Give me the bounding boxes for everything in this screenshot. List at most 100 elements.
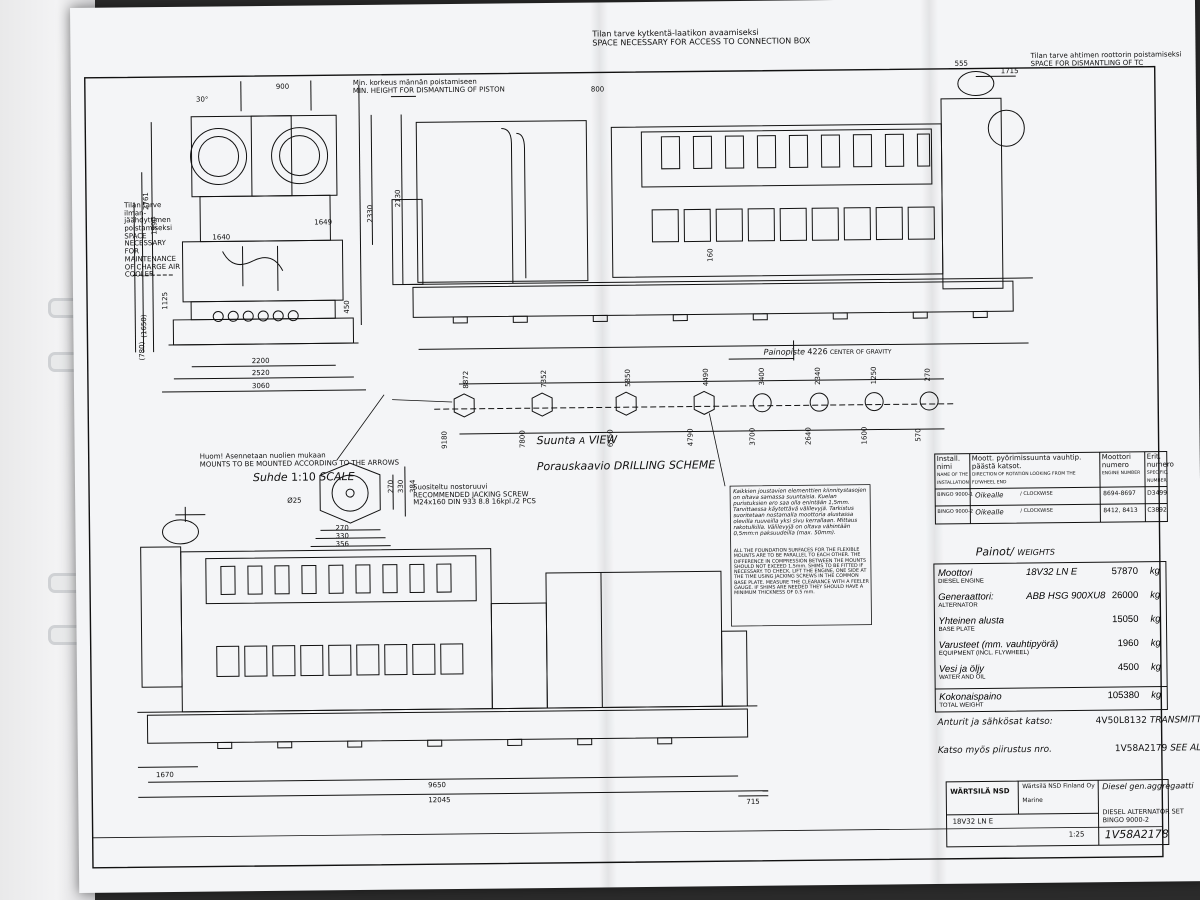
cell: Oikealle	[975, 508, 1004, 517]
weight-row: Moottori 18V32 LN E 57870 kg DIESEL ENGI…	[934, 564, 1166, 590]
lower-crankcase-doors	[216, 643, 464, 678]
dim-label: 3060	[251, 381, 270, 391]
dim-label: 5850	[623, 369, 633, 387]
dim-label: 2761	[142, 192, 151, 211]
drilling-scheme-title: Porauskaavio DRILLING SCHEME	[536, 458, 716, 474]
dim-label: 2130	[393, 189, 403, 208]
scale-label: Suhde 1:10 SCALE	[252, 470, 355, 485]
weight-qty: 15050	[1111, 613, 1139, 626]
project-name: BINGO 9000-2	[1102, 815, 1150, 825]
cell: / CLOCKWISE	[1020, 490, 1053, 498]
dim-label: 2330	[366, 204, 375, 223]
dim-label: 4490	[701, 368, 711, 387]
weight-name: Vesi ja öljy	[938, 663, 985, 675]
dim-label: 450	[342, 300, 352, 314]
dim-label: 570	[914, 428, 923, 442]
cooler-space-note: Tilan tarve ilman-jäähdyttimen poistamis…	[124, 201, 181, 279]
dim-label: 9650	[428, 781, 447, 790]
weight-name-en: TOTAL WEIGHT	[939, 702, 984, 709]
cell: / CLOCKWISE	[1020, 507, 1054, 515]
dim-label: 900	[275, 82, 290, 91]
install-header-rotation: Moott. pyörimissuunta vauhtip. päästä ka…	[971, 453, 1082, 486]
dim-label: 270	[923, 368, 932, 382]
engineering-drawing	[84, 65, 1170, 869]
dim-label: 330	[396, 479, 405, 494]
weight-name-en: BASE PLATE	[938, 626, 975, 633]
weight-name: Kokonaispaino	[939, 691, 1002, 703]
weight-model: 18V32 LN E	[1025, 566, 1078, 579]
weight-name: Generaattori:	[938, 591, 994, 603]
engine-model: 18V32 LN E	[952, 817, 994, 826]
weight-row: Varusteet (mm. vauhtipyörä) 1960 kg EQUI…	[935, 636, 1167, 662]
connection-box-note: Tilan tarve kytkentä-laatikon avaamiseks…	[592, 27, 811, 48]
install-table-grid	[934, 451, 1168, 525]
dim-label: 2640	[804, 427, 813, 446]
notes-finnish: Kaikkien joustavien elementtien kiinnity…	[733, 487, 867, 538]
dim-label: 2200	[251, 356, 270, 366]
drilling-scheme	[434, 378, 955, 435]
drawing-title-fi: Diesel gen.aggregaatti	[1102, 781, 1194, 792]
weight-name-en: EQUIPMENT (INCL. FLYWHEEL)	[938, 649, 1029, 657]
company-name: Wärtsilä NSD Finland Oy	[1022, 782, 1095, 791]
mounting-note: Huom! Asennetaan nuolien mukaan MOUNTS T…	[199, 451, 400, 469]
weight-unit: kg	[1150, 589, 1161, 601]
jacking-screw-note: Suositeltu nostoruuvi RECOMMENDED JACKIN…	[412, 482, 536, 507]
dim-label: 3700	[748, 427, 757, 446]
weights-table: Moottori 18V32 LN E 57870 kg DIESEL ENGI…	[934, 564, 1168, 714]
piston-height-note: Min. korkeus männän poistamiseen MIN. HE…	[352, 77, 505, 95]
weight-unit: kg	[1150, 661, 1162, 673]
dim-label: 7352	[539, 369, 549, 388]
weight-qty: 4500	[1117, 661, 1140, 674]
cell: 8412, 8413	[1103, 506, 1138, 515]
cylinder-heads	[660, 133, 931, 170]
title-block-frame	[945, 779, 1170, 848]
dim-label: 2340	[813, 367, 823, 385]
install-header-name: Install. nimi NAME OF THE INSTALLATION	[936, 454, 969, 487]
dim-label: 1990	[150, 217, 159, 235]
notes-frame	[729, 484, 872, 627]
dim-label: 1670	[155, 770, 174, 780]
center-of-gravity: Painopiste 4226 CENTER OF GRAVITY	[763, 347, 892, 357]
dim-label: 8872	[461, 370, 471, 389]
weight-qty: 26000	[1111, 589, 1139, 602]
install-header-engine: Moottori numero ENGINE NUMBER	[1101, 452, 1141, 477]
dim-label: 9180	[440, 430, 449, 449]
weight-row-total: Kokonaispaino 105380 kg TOTAL WEIGHT	[935, 688, 1167, 714]
front-view-engine	[132, 80, 373, 393]
dim-label: 1250	[869, 366, 879, 385]
weight-name: Varusteet (mm. vauhtipyörä)	[938, 638, 1059, 651]
dim-label: 555	[954, 59, 969, 68]
dim-label: 356	[335, 540, 350, 549]
dim-label: (780)	[138, 341, 147, 361]
dim-label: 12045	[428, 796, 451, 805]
crankcase-doors	[651, 206, 935, 243]
dim-label: 715	[746, 797, 760, 806]
dim-label: 3400	[757, 367, 767, 386]
weight-name: Moottori	[937, 567, 973, 579]
lower-side-view-engine	[137, 506, 769, 798]
company-division: Marine	[1022, 796, 1043, 805]
weight-qty: 1960	[1117, 637, 1139, 650]
weight-name-en: WATER AND OIL	[939, 674, 986, 681]
notes-english: ALL THE FOUNDATION SURFACES FOR THE FLEX…	[733, 547, 869, 597]
weights-title: Painot/ WEIGHTS	[975, 545, 1055, 559]
lower-mounting-feet	[217, 737, 673, 749]
dim-label: 30°	[195, 95, 209, 104]
weight-qty: 105380	[1107, 689, 1140, 702]
weight-row: Yhteinen alusta 15050 kg BASE PLATE	[934, 612, 1166, 638]
weight-name-en: ALTERNATOR	[938, 602, 978, 609]
weight-row: Vesi ja öljy 4500 kg WATER AND OIL	[935, 660, 1167, 686]
dim-label: 7800	[518, 430, 527, 449]
dim-label: (1650)	[140, 314, 149, 338]
dim-label: 800	[590, 85, 605, 94]
side-view-engine	[390, 68, 1033, 361]
cell: C3892	[1147, 506, 1167, 514]
cell: D3499	[1147, 489, 1168, 497]
cell: Oikealle	[975, 491, 1004, 500]
cell: 8694-8697	[1103, 489, 1136, 498]
dim-label: 1640	[212, 233, 231, 242]
dim-label: 2520	[251, 368, 270, 378]
tc-space-note: Tilan tarve ahtimen roottorin poistamise…	[1030, 50, 1182, 68]
drawing-frame	[84, 65, 1164, 869]
